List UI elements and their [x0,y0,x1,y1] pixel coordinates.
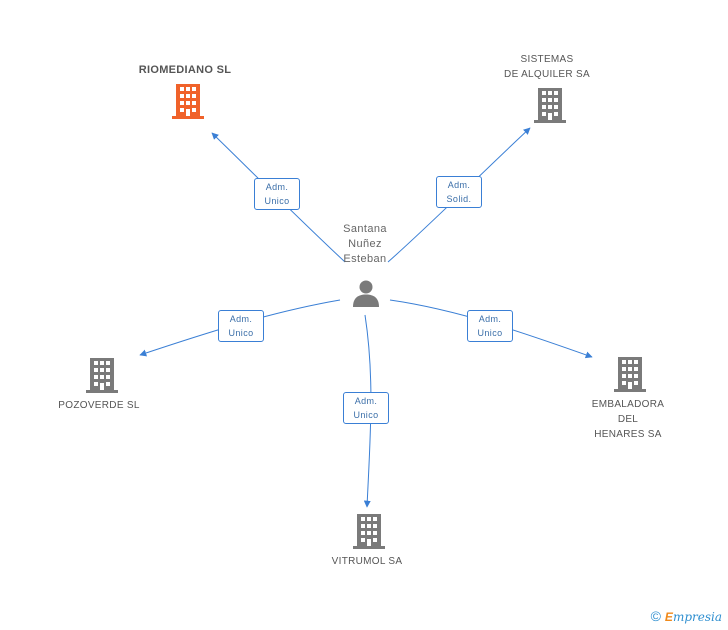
building-icon[interactable] [534,88,566,124]
person-name[interactable]: Santana Nuñez Esteban [343,223,387,265]
company-label-embaladora[interactable]: EMBALADORA DEL HENARES SA [591,399,665,440]
building-icon[interactable] [172,84,204,120]
building-icon[interactable] [353,514,385,550]
building-icon[interactable] [86,358,118,394]
relation-badge-riomediano[interactable]: Adm. Unico [254,178,300,210]
relation-badge-embaladora[interactable]: Adm. Unico [467,310,513,342]
building-icon[interactable] [614,357,646,393]
empresia-watermark: ©Empresia [651,608,722,624]
company-label-pozoverde[interactable]: POZOVERDE SL [58,400,140,411]
person-icon[interactable] [351,278,381,308]
company-label-vitrumol[interactable]: VITRUMOL SA [331,556,403,567]
relation-badge-vitrumol[interactable]: Adm. Unico [343,392,389,424]
brand-name: mpresia [672,610,722,624]
brand-initial: E [664,610,673,624]
relation-badge-pozoverde[interactable]: Adm. Unico [218,310,264,342]
company-label-sistemas[interactable]: SISTEMAS DE ALQUILER SA [504,54,590,80]
company-label-riomediano[interactable]: RIOMEDIANO SL [138,64,232,76]
relation-badge-sistemas[interactable]: Adm. Solid. [436,176,482,208]
copyright-symbol: © [650,608,661,624]
